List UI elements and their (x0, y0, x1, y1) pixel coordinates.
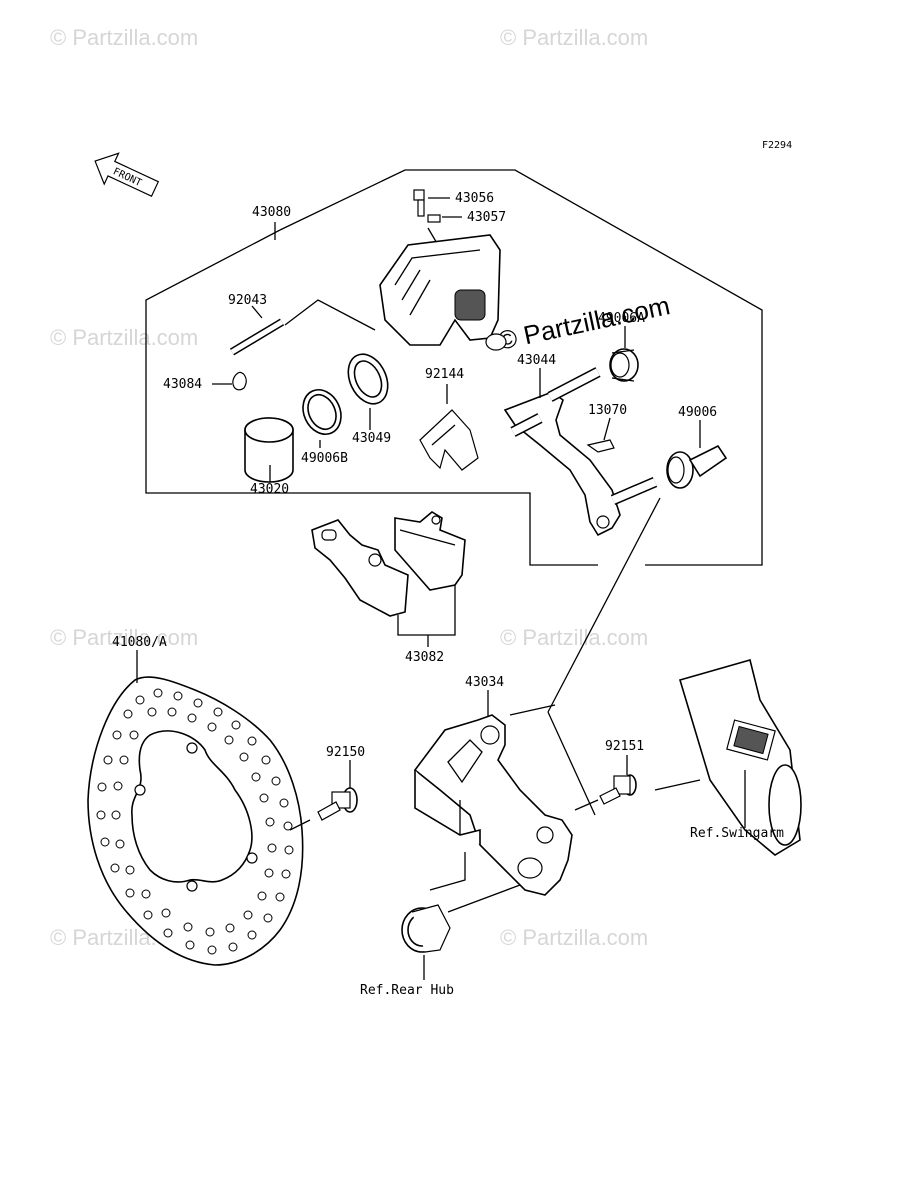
piston-seal[interactable] (296, 384, 348, 441)
part-number-43049[interactable]: 43049 (352, 431, 391, 446)
part-number-92150[interactable]: 92150 (326, 745, 365, 760)
watermark: © Partzilla.com (50, 325, 198, 350)
watermark: © Partzilla.com (500, 25, 648, 50)
brake-pads[interactable] (311, 511, 466, 617)
reference-swingarm[interactable]: Ref.Swingarm (690, 826, 784, 841)
pad-plate[interactable] (586, 439, 615, 453)
part-number-43034[interactable]: 43034 (465, 675, 504, 690)
dust-seal[interactable] (341, 348, 396, 410)
slide-pin-boot[interactable] (666, 444, 728, 489)
caliper-bracket[interactable] (503, 367, 658, 537)
slide-pin-boot-a[interactable] (609, 348, 639, 382)
part-number-49006B[interactable]: 49006B (301, 451, 348, 466)
pin-clip[interactable] (232, 371, 247, 391)
swingarm-reference (679, 659, 802, 856)
bleeder-cap[interactable] (427, 214, 441, 223)
part-number-41080A[interactable]: 41080/A (112, 635, 167, 650)
front-arrow-icon: FRONT (94, 152, 160, 197)
watermark: © Partzilla.com (50, 25, 198, 50)
brake-disc[interactable] (87, 676, 304, 966)
reference-rear-hub[interactable]: Ref.Rear Hub (360, 983, 454, 998)
part-number-43080[interactable]: 43080 (252, 205, 291, 220)
caliper-piston[interactable] (244, 417, 294, 483)
wheel-spacer[interactable] (401, 904, 451, 953)
part-number-49006[interactable]: 49006 (678, 405, 717, 420)
bleeder-valve[interactable] (413, 189, 425, 217)
part-number-43044[interactable]: 43044 (517, 353, 556, 368)
caliper-mount-bracket[interactable] (413, 714, 573, 896)
part-number-92043[interactable]: 92043 (228, 293, 267, 308)
part-number-13070[interactable]: 13070 (588, 403, 627, 418)
part-number-43020[interactable]: 43020 (250, 482, 289, 497)
caliper-body[interactable] (379, 234, 507, 351)
watermark: © Partzilla.com (50, 625, 198, 650)
caliper-pin[interactable] (229, 318, 285, 356)
watermark: © Partzilla.com (500, 925, 648, 950)
part-number-92144[interactable]: 92144 (425, 367, 464, 382)
part-number-43082[interactable]: 43082 (405, 650, 444, 665)
caliper-assembly-outline (279, 169, 763, 566)
part-number-92151[interactable]: 92151 (605, 739, 644, 754)
disc-bolt[interactable] (317, 787, 358, 821)
part-number-49006A[interactable]: 49006A (598, 311, 645, 326)
part-number-43056[interactable]: 43056 (455, 191, 494, 206)
mount-bolt[interactable] (599, 774, 637, 805)
caliper-assembly-outline (145, 229, 598, 566)
part-number-43084[interactable]: 43084 (163, 377, 202, 392)
part-number-43057[interactable]: 43057 (467, 210, 506, 225)
watermark-center: © Partzilla.com (495, 290, 673, 356)
diagram-id: F2294 (762, 140, 792, 151)
watermark: © Partzilla.com (500, 625, 648, 650)
pad-spring[interactable] (419, 409, 479, 471)
